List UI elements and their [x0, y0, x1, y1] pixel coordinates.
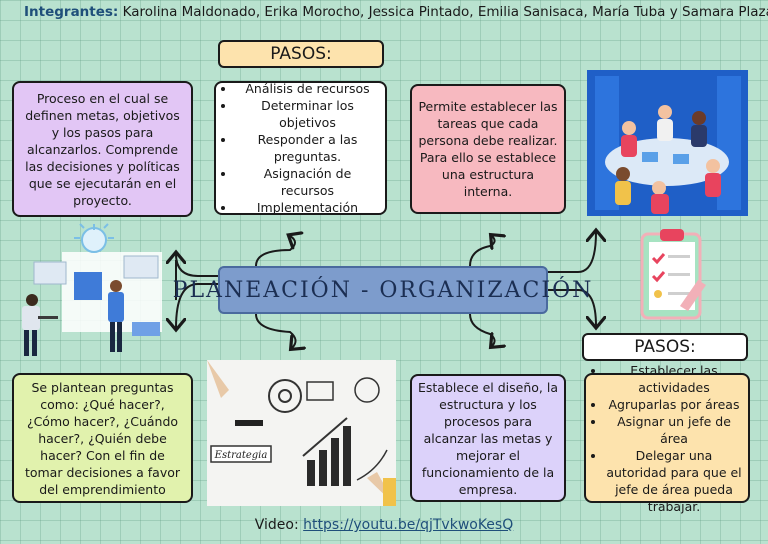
strategy-sketch-illustration: Estrategia: [207, 360, 396, 506]
planning-steps-box: Análisis de recursos Determinar los obje…: [214, 81, 387, 215]
members-line: Integrantes: Karolina Maldonado, Erika M…: [24, 4, 768, 20]
center-title: PLANEACIÓN - ORGANIZACIÓN: [173, 266, 591, 314]
organization-steps-list: Establecer las actividades Agruparlas po…: [592, 362, 742, 515]
members-label: Integrantes:: [24, 4, 119, 20]
arrow-to-organization: [469, 236, 495, 267]
list-item: Asignación de recursos: [236, 165, 379, 199]
members-names: Karolina Maldonado, Erika Morocho, Jessi…: [118, 4, 768, 20]
list-item: Implementación: [236, 199, 379, 216]
list-item: Delegar una autoridad para que el jefe d…: [606, 447, 742, 515]
presentation-illustration: [22, 223, 162, 356]
planning-definition-text: Proceso en el cual se definen metas, obj…: [25, 90, 180, 208]
strategy-word: Estrategia: [214, 450, 268, 461]
arrow-to-strategy: [255, 313, 296, 348]
organization-definition-text: Permite establecer las tareas que cada p…: [418, 99, 558, 199]
arrow-to-purpose: [469, 313, 495, 346]
planning-questions-box: Se plantean preguntas como: ¿Qué hacer?,…: [12, 373, 193, 503]
organization-purpose-text: Establece el diseño, la estructura y los…: [418, 379, 559, 497]
planning-questions-text: Se plantean preguntas como: ¿Qué hacer?,…: [24, 379, 181, 497]
video-link[interactable]: https://youtu.be/qjTvkwoKesQ: [303, 517, 514, 533]
list-item: Determinar los objetivos: [236, 97, 379, 131]
list-item: Establecer las actividades: [606, 362, 742, 396]
video-line: Video: https://youtu.be/qjTvkwoKesQ: [0, 517, 768, 533]
list-item: Análisis de recursos: [236, 80, 379, 97]
video-label: Video:: [254, 517, 304, 533]
arrow-up-right: [577, 232, 596, 273]
planning-definition-box: Proceso en el cual se definen metas, obj…: [12, 81, 193, 217]
organization-purpose-box: Establece el diseño, la estructura y los…: [410, 374, 566, 502]
list-item: Agruparlas por áreas: [606, 396, 742, 413]
arrow-to-steps: [255, 236, 295, 267]
arrow-up-left: [176, 254, 199, 277]
planning-steps-list: Análisis de recursos Determinar los obje…: [222, 80, 379, 216]
list-item: Responder a las preguntas.: [236, 131, 379, 165]
pasos-tag-top: PASOS:: [218, 40, 384, 68]
clipboard-icon: [640, 229, 706, 320]
organization-definition-box: Permite establecer las tareas que cada p…: [410, 84, 566, 214]
organization-steps-box: Establecer las actividades Agruparlas po…: [584, 363, 750, 514]
team-meeting-illustration: [587, 70, 748, 216]
pasos-tag-right: PASOS:: [582, 333, 748, 361]
list-item: Asignar un jefe de área: [606, 413, 742, 447]
